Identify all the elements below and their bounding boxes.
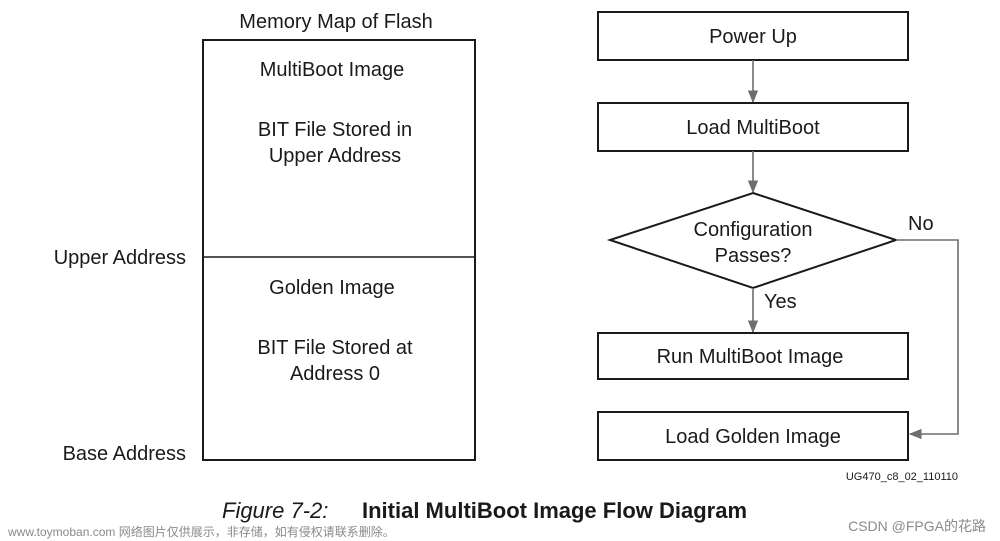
power-up-label: Power Up [709,26,797,48]
decision-line2: Passes? [715,245,792,267]
multiboot-image-title: MultiBoot Image [260,59,405,81]
caption-number: Figure 7-2: [222,498,328,523]
figure-id: UG470_c8_02_110110 [846,471,958,483]
load-golden-label: Load Golden Image [665,426,841,448]
upper-address-label: Upper Address [54,247,186,269]
caption-title: Initial MultiBoot Image Flow Diagram [362,498,747,523]
run-multiboot-step [597,332,909,380]
load-golden-step [597,411,909,461]
no-label: No [908,213,934,235]
arrow-decision-no [896,239,959,440]
base-address-label: Base Address [63,443,186,465]
decision-line1: Configuration [694,219,813,241]
yes-label: Yes [764,291,797,313]
multiboot-desc-line2: Upper Address [269,145,401,167]
golden-desc-line1: BIT File Stored at [257,337,413,359]
memory-map-title: Memory Map of Flash [239,11,432,33]
credit-text: CSDN @FPGA的花路 [848,518,986,534]
golden-desc-line2: Address 0 [290,363,380,385]
watermark-text: www.toymoban.com 网络图片仅供展示，非存储，如有侵权请联系删除。 [7,524,395,539]
multiboot-desc-line1: BIT File Stored in [258,119,412,141]
golden-image-title: Golden Image [269,277,395,299]
load-multiboot-step [597,102,909,152]
load-multiboot-label: Load MultiBoot [686,117,820,139]
memory-map-block [202,39,476,461]
run-multiboot-label: Run MultiBoot Image [657,346,844,368]
